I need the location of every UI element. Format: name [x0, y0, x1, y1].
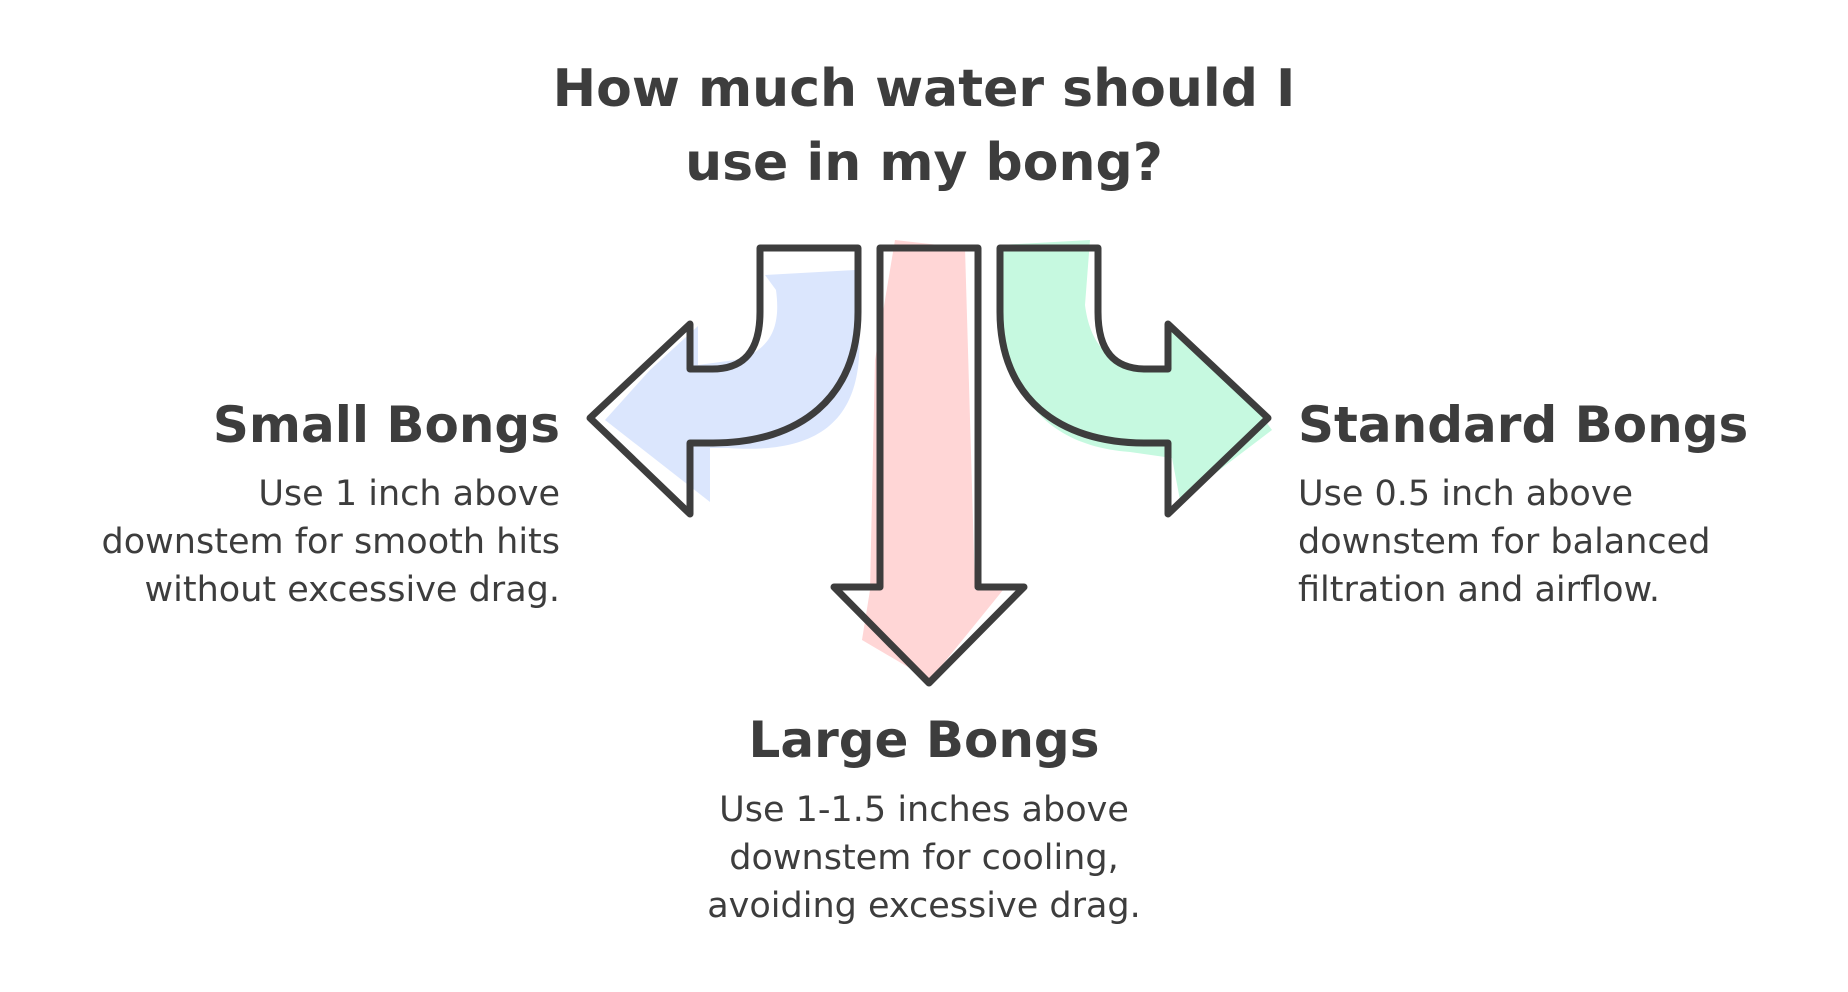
title-line-1: How much water should I [552, 59, 1296, 119]
small-desc-line-1: Use 1 inch above [258, 474, 560, 514]
small-arrow-outline [586, 244, 862, 518]
large-arrow-outline [830, 244, 1028, 687]
diagram-title: How much water should I use in my bong? [424, 52, 1424, 200]
large-desc-line-2: downstem for cooling, [729, 838, 1119, 878]
small-arrow-fill [605, 270, 860, 502]
standard-bongs-heading: Standard Bongs [1298, 396, 1749, 454]
standard-bongs-description: Use 0.5 inch above downstem for balanced… [1298, 470, 1710, 614]
small-desc-line-2: downstem for smooth hits [101, 522, 560, 562]
standard-arrow-outline [996, 244, 1272, 518]
large-desc-line-3: avoiding excessive drag. [707, 886, 1141, 926]
small-bongs-heading: Small Bongs [212, 396, 560, 454]
title-line-2: use in my bong? [685, 133, 1163, 193]
standard-desc-line-1: Use 0.5 inch above [1298, 474, 1634, 514]
standard-desc-line-3: filtration and airflow. [1298, 570, 1661, 610]
standard-desc-line-2: downstem for balanced [1298, 522, 1711, 562]
small-bongs-description: Use 1 inch above downstem for smooth hit… [102, 470, 560, 614]
large-desc-line-1: Use 1-1.5 inches above [719, 790, 1129, 830]
large-bongs-description: Use 1-1.5 inches above downstem for cool… [624, 786, 1224, 930]
large-bongs-heading: Large Bongs [748, 711, 1100, 769]
large-arrow-fill [862, 240, 1003, 680]
small-desc-line-3: without excessive drag. [144, 570, 560, 610]
